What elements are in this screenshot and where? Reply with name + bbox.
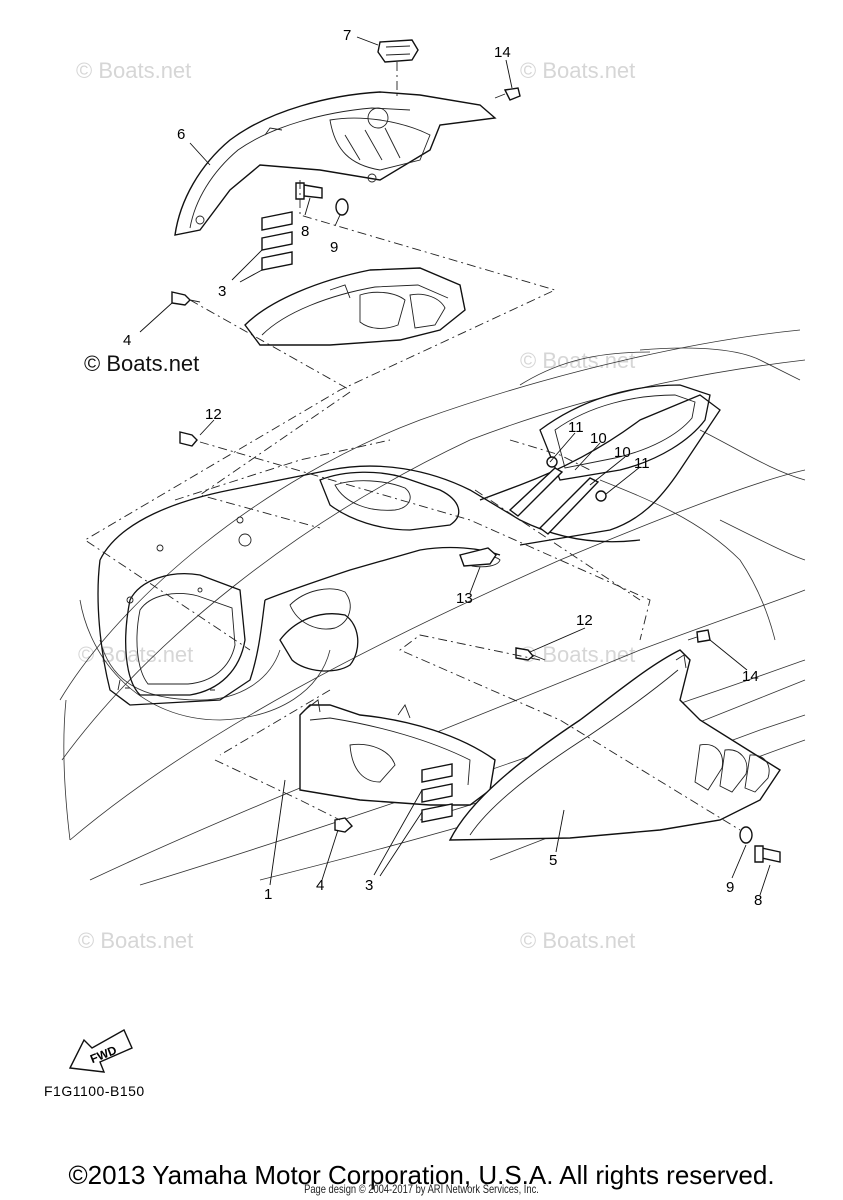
watermark: © Boats.net [520,642,635,667]
watermark-bold: © Boats.net [84,351,199,376]
part-6-cover [174,91,497,236]
assembly-lines [84,180,741,831]
hardware [171,87,781,863]
watermark: © Boats.net [520,928,635,953]
callout-13: 13 [456,590,473,607]
callout-9: 9 [330,239,338,256]
callout-11: 11 [634,455,650,472]
watermark: © Boats.net [78,928,193,953]
callout-9: 9 [726,879,734,896]
watermark: © Boats.net [76,58,191,83]
callout-5: 5 [549,852,557,869]
callout-3: 3 [365,877,373,894]
fwd-arrow-icon: FWD [68,1029,133,1073]
callout-10: 10 [590,430,607,447]
part-7 [377,39,419,100]
callout-14: 14 [494,44,511,61]
callout-14: 14 [742,668,759,685]
callout-4: 4 [123,332,131,349]
deck-assembly [97,384,721,706]
callout-12: 12 [576,612,593,629]
callout-11: 11 [568,419,584,436]
callout-12: 12 [205,406,222,423]
part-5-panel [448,649,781,841]
callout-8: 8 [754,892,762,909]
callout-10: 10 [614,444,631,461]
fwd-label: FWD [88,1043,119,1066]
drawing-code: F1G1100-B150 [44,1083,145,1099]
watermark: © Boats.net [78,642,193,667]
watermark: © Boats.net [520,58,635,83]
part-1-panel [299,699,496,806]
part-2-cover [244,267,466,346]
leader-lines [139,36,771,896]
callout-labels: 7 14 6 8 9 3 4 12 11 10 10 11 13 12 14 5… [123,27,762,909]
callout-1: 1 [264,886,272,903]
page-design-credit: Page design © 2004-2017 by ARI Network S… [304,1182,539,1196]
watermark: © Boats.net [520,348,635,373]
callout-4: 4 [316,877,324,894]
copyright-text: ©2013 Yamaha Motor Corporation, U.S.A. A… [68,1160,775,1190]
callout-7: 7 [343,27,351,44]
hull-outline [59,329,806,886]
callout-8: 8 [301,223,309,240]
callout-3: 3 [218,283,226,300]
callout-6: 6 [177,126,185,143]
